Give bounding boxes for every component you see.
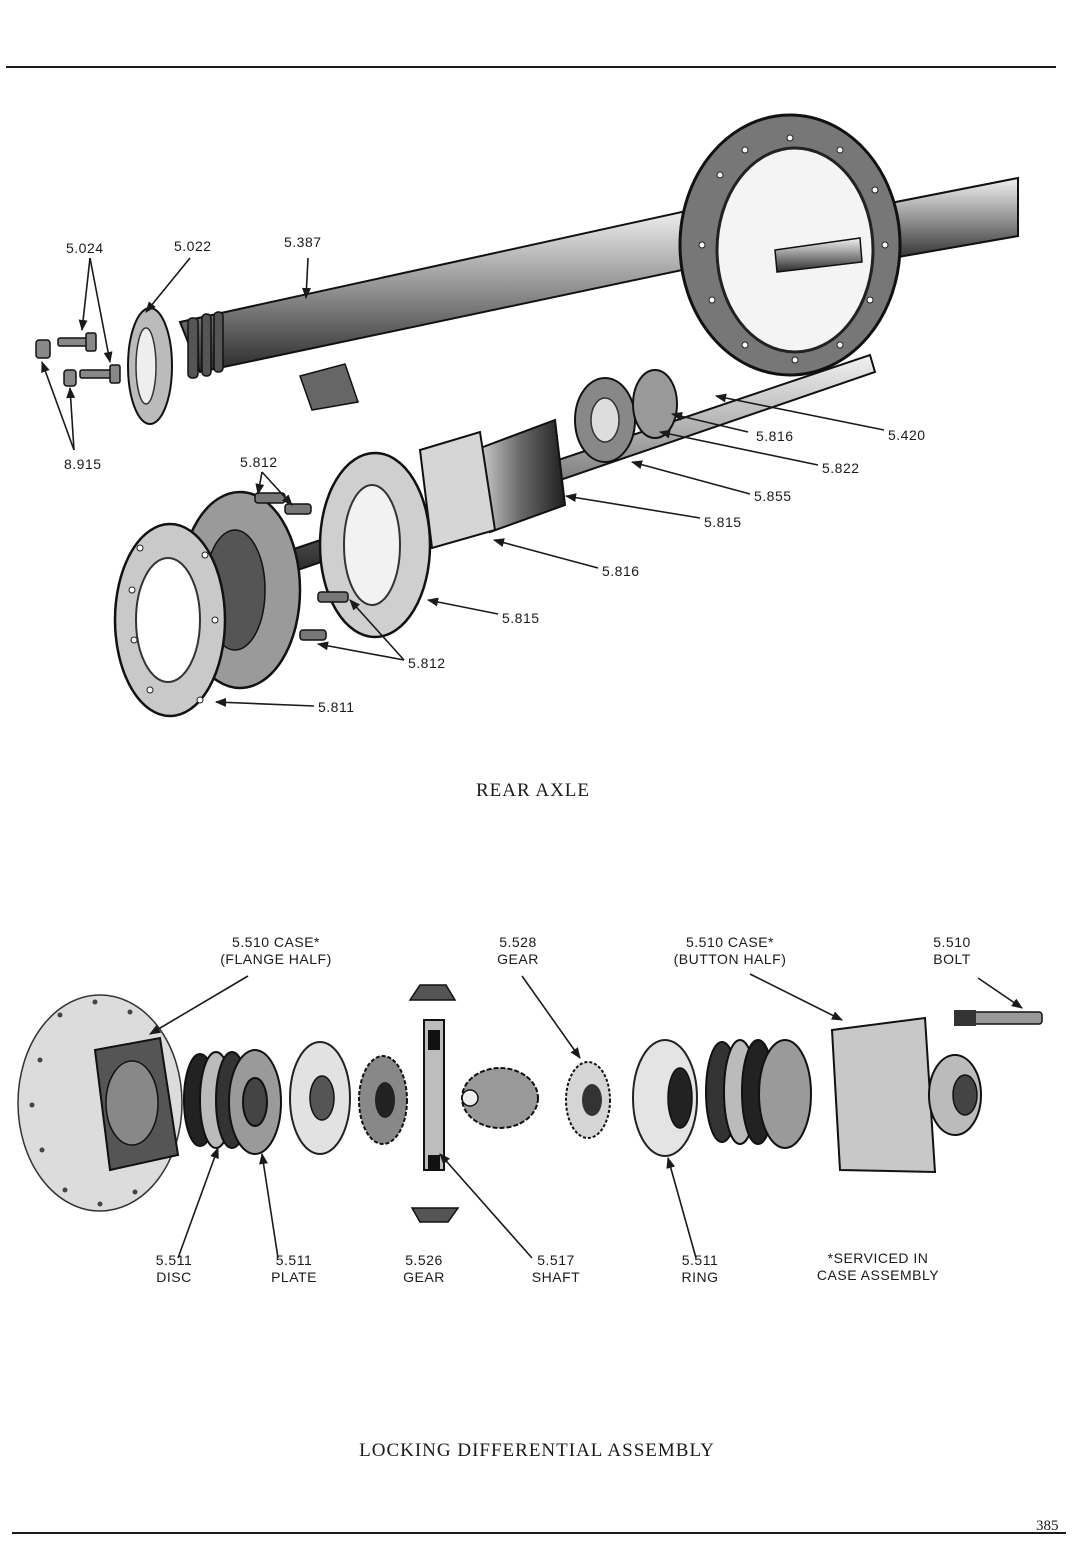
callout-5-528-line1: 5.528: [499, 934, 537, 950]
callout-5-526-line2: GEAR: [403, 1269, 445, 1285]
callout-5-511-ring: 5.511 RING: [682, 1252, 719, 1286]
pinion-shaft: [774, 237, 863, 273]
callout-case-flange-half-line2: (FLANGE HALF): [220, 951, 332, 967]
footnote-line2: CASE ASSEMBLY: [816, 1267, 940, 1283]
housing-ribs: [187, 311, 224, 379]
callout-5-815-a: 5.815: [704, 514, 742, 530]
callout-case-button-half-line2: (BUTTON HALF): [673, 951, 787, 967]
flange-bolts: [35, 332, 121, 387]
rear-axle-group: [35, 113, 1019, 718]
callout-case-button-half: 5.510 CASE* (BUTTON HALF): [674, 934, 787, 968]
footnote-line1: *SERVICED IN: [827, 1250, 929, 1266]
callout-5-511-disc-line2: DISC: [156, 1269, 192, 1285]
page-number: 385: [1036, 1518, 1059, 1534]
callout-5-811: 5.811: [318, 699, 355, 715]
callout-5-510-bolt: 5.510 BOLT: [933, 934, 971, 968]
callout-5-528-line2: GEAR: [497, 951, 539, 967]
callout-5-511-ring-line1: 5.511: [681, 1252, 719, 1268]
axle-housing-tube: [178, 206, 722, 374]
clutch-pack-right: [705, 1039, 812, 1149]
callout-8-915: 8.915: [64, 456, 102, 472]
wheel-studs: [254, 492, 349, 641]
flange-bolt-holes: [29, 999, 138, 1207]
bottom-rule: [12, 1532, 1066, 1534]
locking-differential-caption: LOCKING DIFFERENTIAL ASSEMBLY: [359, 1440, 715, 1461]
callout-case-flange-half: 5.510 CASE* (FLANGE HALF): [220, 934, 332, 968]
differential-leaders: [149, 973, 1023, 1259]
callout-5-022: 5.022: [174, 238, 212, 254]
callout-5-517-line2: SHAFT: [531, 1269, 581, 1285]
gasket-holes: [128, 544, 219, 704]
callout-5-511-plate: 5.511 PLATE: [271, 1252, 317, 1286]
callout-5-517-line1: 5.517: [537, 1252, 575, 1268]
pinion-gear-bottom: [410, 1207, 460, 1223]
callout-5-816-b: 5.816: [602, 563, 640, 579]
footnote-serviced-in-case: *SERVICED IN CASE ASSEMBLY: [817, 1250, 939, 1284]
bearing-retainer: [632, 369, 678, 439]
callout-5-812-bottom: 5.812: [408, 655, 446, 671]
callout-5-511-disc: 5.511 DISC: [156, 1252, 193, 1286]
callout-5-855: 5.855: [754, 488, 792, 504]
callout-5-815-b: 5.815: [502, 610, 540, 626]
differential-group: [17, 973, 1043, 1259]
callout-5-511-ring-line2: RING: [681, 1269, 719, 1285]
callout-5-517-shaft: 5.517 SHAFT: [532, 1252, 580, 1286]
callout-5-511-plate-line2: PLATE: [271, 1269, 317, 1285]
rear-axle-leaders: [41, 257, 885, 707]
callout-5-526-line1: 5.526: [405, 1252, 443, 1268]
carrier-stud-holes: [698, 134, 889, 364]
callout-5-024: 5.024: [66, 240, 104, 256]
callout-5-816-a: 5.816: [756, 428, 794, 444]
callout-5-387: 5.387: [284, 234, 322, 250]
callout-5-812-top: 5.812: [240, 454, 278, 470]
callout-5-822: 5.822: [822, 460, 860, 476]
callout-5-528-gear: 5.528 GEAR: [497, 934, 539, 968]
callout-5-420: 5.420: [888, 427, 926, 443]
callout-5-511-plate-line1: 5.511: [275, 1252, 313, 1268]
case-button-half: [830, 1016, 937, 1174]
spring-perch: [299, 363, 359, 411]
callout-5-511-disc-line1: 5.511: [155, 1252, 193, 1268]
callout-case-flange-half-line1: 5.510 CASE*: [231, 934, 320, 950]
callout-5-510-bolt-line2: BOLT: [933, 951, 971, 967]
top-rule: [6, 66, 1056, 68]
rear-axle-caption: REAR AXLE: [475, 780, 591, 801]
clutch-pack-left: [183, 1049, 282, 1155]
callout-case-button-half-line1: 5.510 CASE*: [686, 934, 774, 950]
pinion-gear-top: [408, 984, 457, 1001]
pinion-cross-shaft: [423, 1019, 445, 1171]
callout-5-526-gear: 5.526 GEAR: [403, 1252, 445, 1286]
callout-5-510-bolt-line1: 5.510: [933, 934, 971, 950]
